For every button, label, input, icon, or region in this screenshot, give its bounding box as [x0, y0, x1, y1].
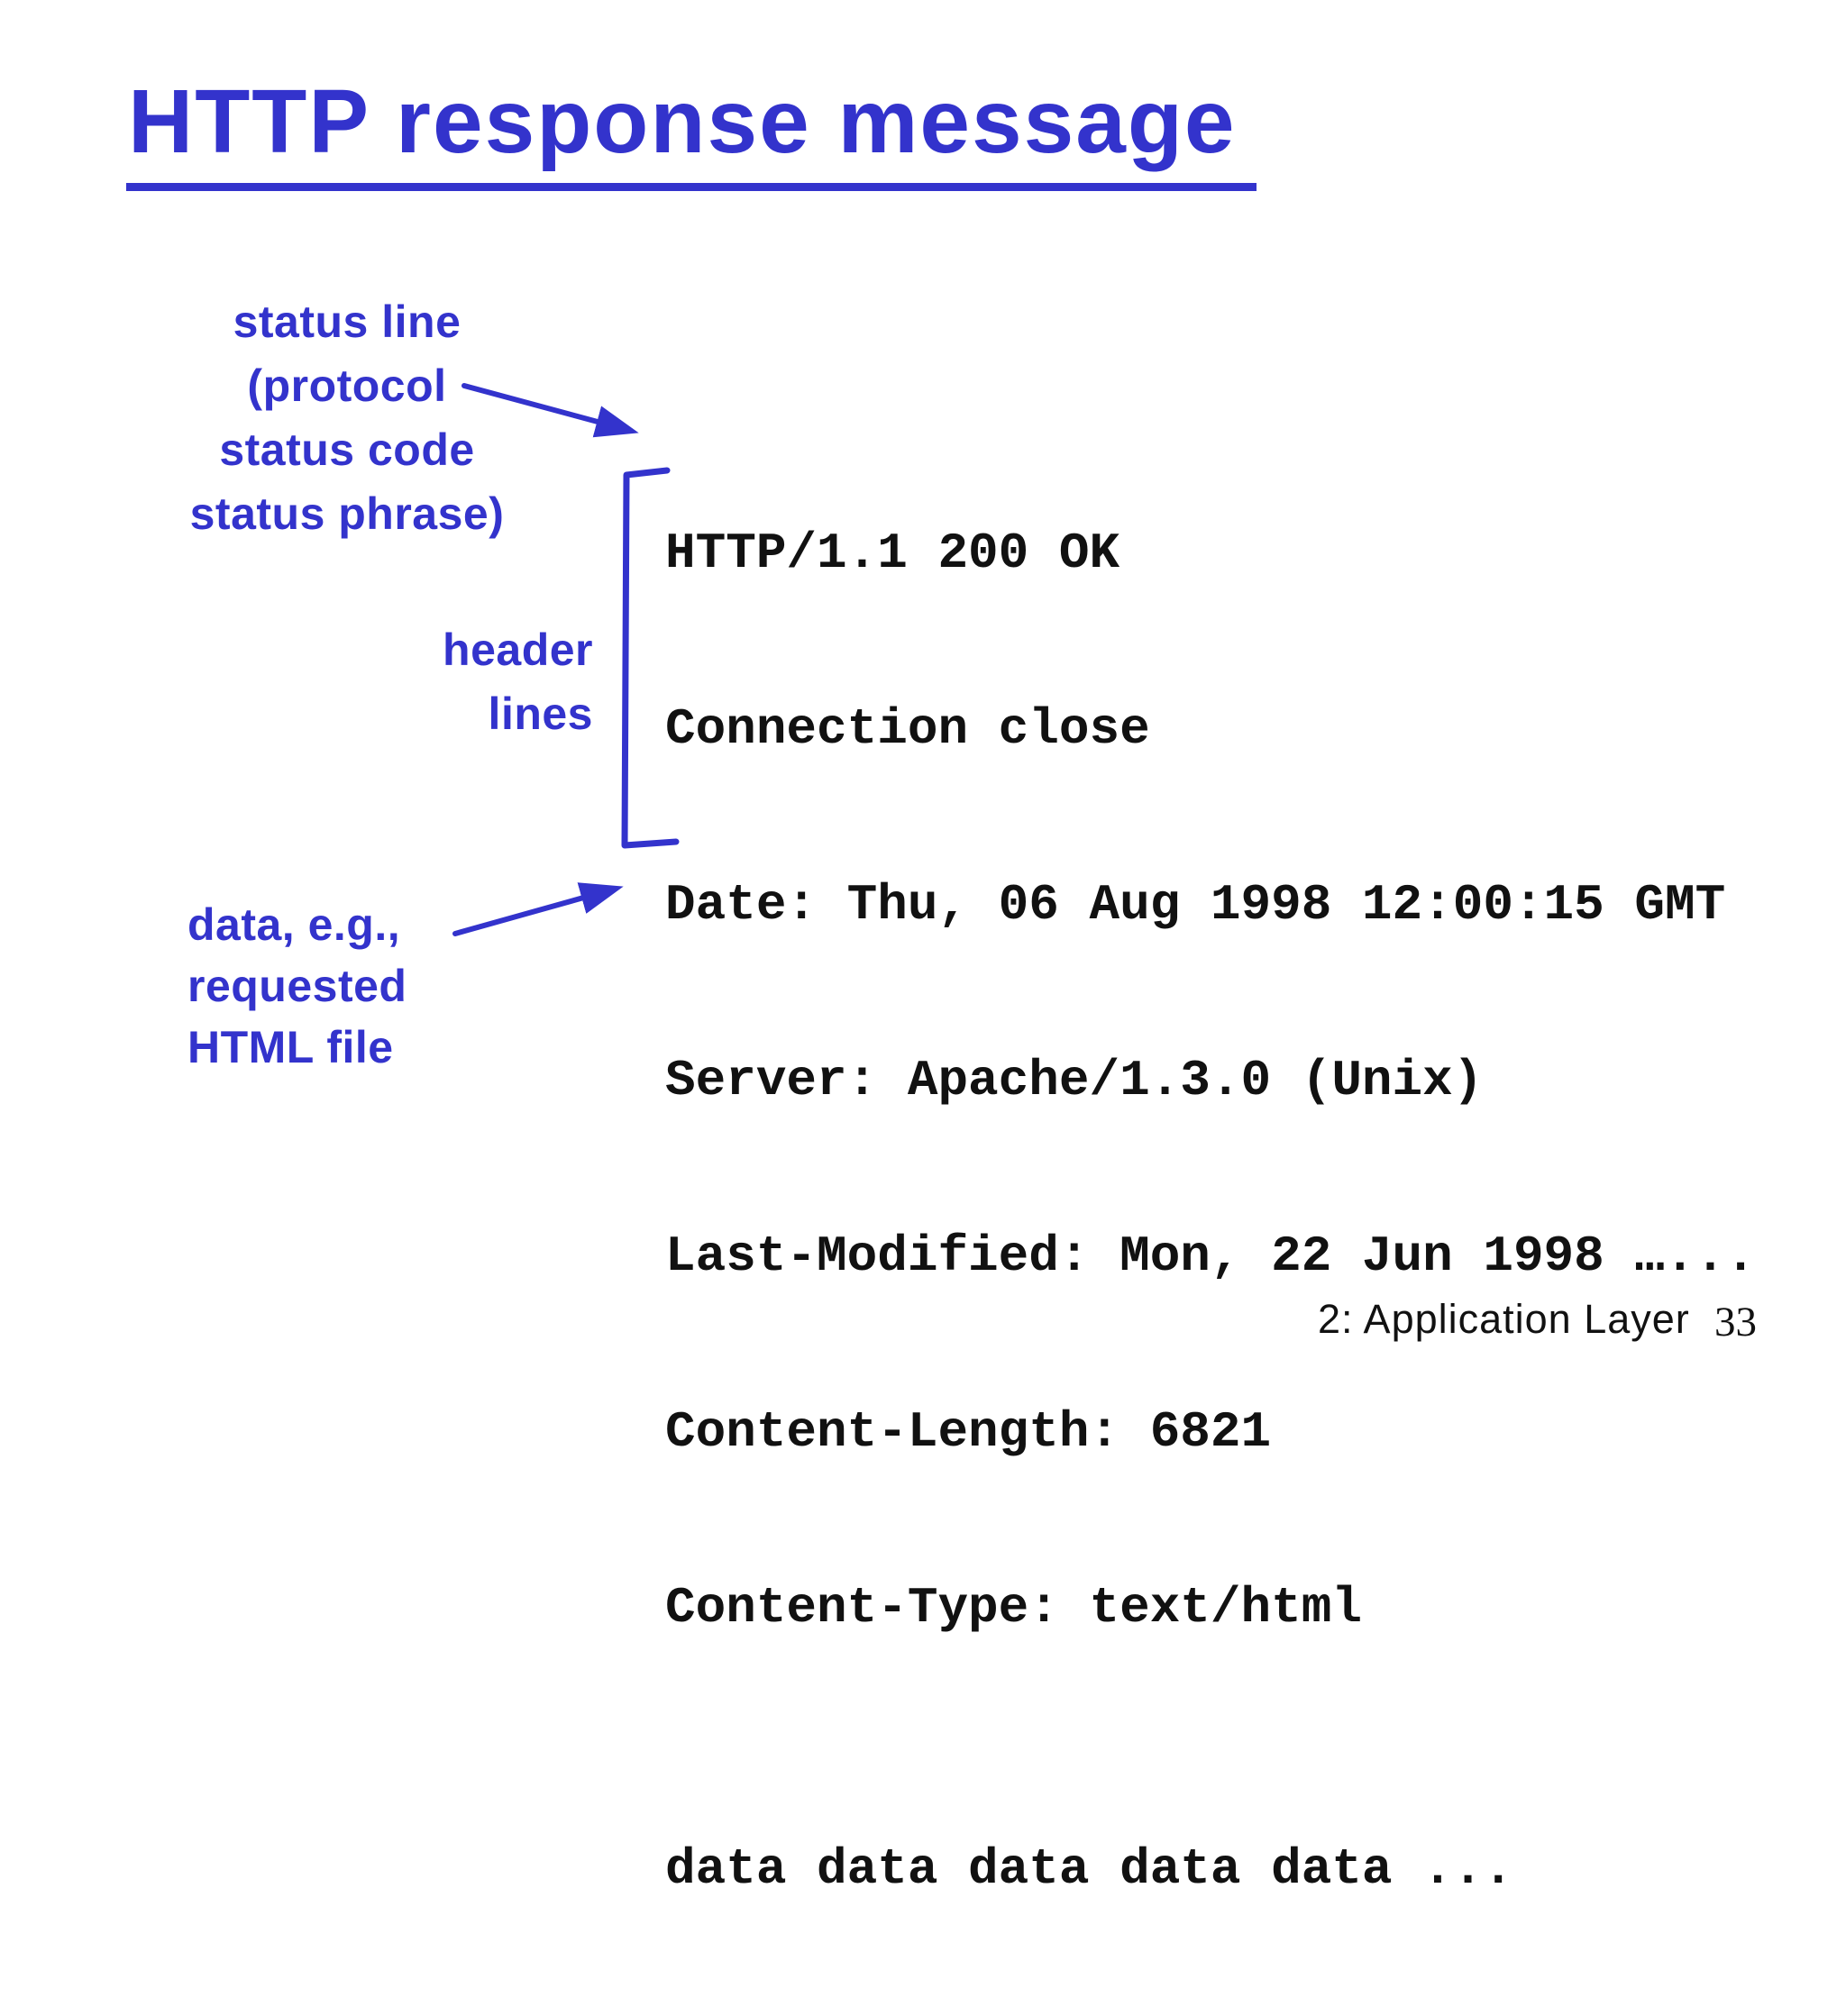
header-label-line: lines — [488, 689, 593, 739]
response-header-line: Connection close — [665, 700, 1150, 758]
response-data-line: data data data data data ... — [665, 1840, 1513, 1898]
response-status-line: HTTP/1.1 200 OK — [665, 525, 1120, 582]
response-header-line: Content-Type: text/html — [665, 1579, 1362, 1637]
response-header-line: Server: Apache/1.3.0 (Unix) — [665, 1052, 1484, 1109]
header-label-line: header — [443, 625, 593, 675]
status-label-line: (protocol — [247, 360, 447, 411]
data-label-line: HTML file — [187, 1022, 394, 1072]
header-lines-label: header lines — [361, 618, 593, 746]
status-label-line: status code — [219, 424, 475, 475]
data-label: data, e.g., requested HTML file — [187, 894, 566, 1078]
status-line-label: status line (protocol status code status… — [149, 290, 545, 546]
data-label-line: requested — [187, 961, 407, 1011]
slide-title: HTTP response message — [126, 70, 1257, 191]
status-label-line: status phrase) — [189, 488, 505, 539]
footer-page-number: 33 — [1714, 1299, 1757, 1346]
response-header-line: Content-Length: 6821 — [665, 1403, 1272, 1461]
status-label-line: status line — [233, 296, 462, 347]
data-label-line: data, e.g., — [187, 899, 401, 950]
slide-http-response-message: HTTP response message status line (proto… — [126, 70, 1757, 1898]
response-header-line: Last-Modified: Mon, 22 Jun 1998 …... — [665, 1227, 1756, 1285]
response-header-line: Date: Thu, 06 Aug 1998 12:00:15 GMT — [665, 876, 1726, 934]
http-response-message: HTTP/1.1 200 OK Connection close Date: T… — [665, 407, 1756, 2016]
footer-section-label: 2: Application Layer — [1318, 1296, 1690, 1342]
